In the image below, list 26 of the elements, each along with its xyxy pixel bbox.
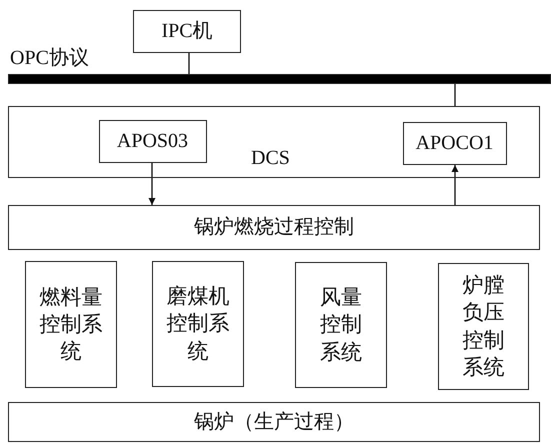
node-label: 锅炉（生产过程） xyxy=(194,410,354,434)
node-label: 燃料量控制系统 xyxy=(38,284,104,366)
process-box xyxy=(8,106,540,178)
arrow xyxy=(148,163,156,205)
process-box xyxy=(25,261,117,388)
station-box xyxy=(402,122,506,164)
process-box xyxy=(295,262,387,388)
arrow xyxy=(452,165,458,205)
process-box xyxy=(133,10,241,53)
node-label: IPC机 xyxy=(161,19,213,44)
bus-label: OPC协议 xyxy=(10,46,89,71)
node-label: 风量控制系统 xyxy=(319,284,363,366)
node-label: APOS03 xyxy=(116,128,188,154)
bus-bar xyxy=(8,74,551,84)
connector-line xyxy=(188,53,190,74)
process-box xyxy=(8,402,540,442)
node-label: 炉膛负压控制系统 xyxy=(462,272,506,381)
station-box xyxy=(98,120,206,162)
node-label: 磨煤机控制系统 xyxy=(166,283,230,365)
process-box xyxy=(438,263,529,390)
node-label: DCS xyxy=(251,146,290,171)
connector-line xyxy=(454,84,456,106)
node-label: 锅炉燃烧过程控制 xyxy=(194,215,354,240)
process-box xyxy=(152,261,244,387)
node-label: APOCO1 xyxy=(416,130,494,156)
process-box xyxy=(8,205,540,250)
